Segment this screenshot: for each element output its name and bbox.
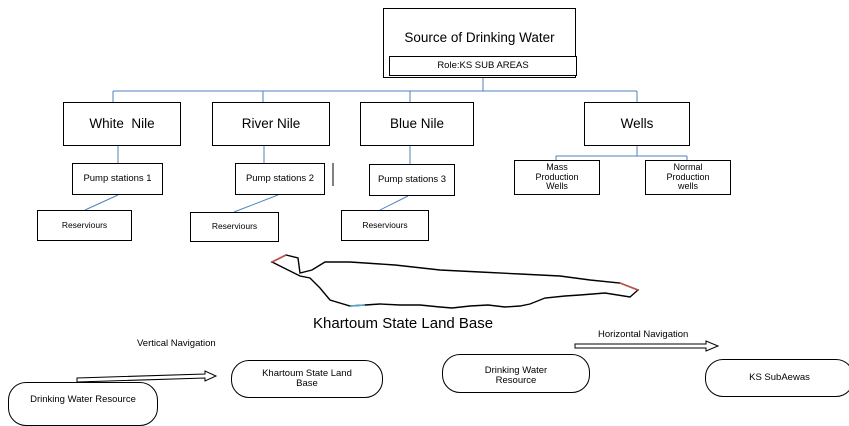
horizontal-nav-to: KS SubAewas [705, 359, 849, 397]
horizontal-navigation-caption: Horizontal Navigation [598, 329, 689, 340]
branch-label: Blue Nile [389, 115, 445, 131]
vertical-navigation-caption: Vertical Navigation [137, 338, 216, 349]
reservoir-label: Reserviours [61, 219, 108, 230]
role-label-box: Role:KS SUB AREAS [389, 56, 577, 76]
pump-station-1: Pump stations 1 [72, 163, 163, 195]
reservoir-2: Reserviours [190, 212, 279, 242]
reservoir-1: Reserviours [37, 210, 132, 241]
horizontal-nav-from-label: Drinking Water Resource [484, 365, 548, 387]
vertical-nav-from: Drinking Water Resource [8, 382, 158, 426]
wells-mass-production: Mass Production Wells [514, 160, 600, 195]
horizontal-nav-from: Drinking Water Resource [442, 354, 590, 393]
wells-label: Normal Production wells [666, 161, 710, 192]
branch-wells: Wells [584, 102, 690, 146]
wells-label: Mass Production Wells [535, 161, 579, 192]
branch-blue-nile: Blue Nile [360, 102, 474, 146]
map-caption: Khartoum State Land Base [313, 315, 494, 332]
root-title: Source of Drinking Water [404, 30, 555, 45]
pump-station-2: Pump stations 2 [235, 163, 325, 195]
pump-label: Pump stations 2 [245, 172, 315, 184]
branch-river-nile: River Nile [212, 102, 330, 146]
vertical-navigation-arrow [76, 370, 218, 383]
pump-label: Pump stations 1 [83, 172, 152, 184]
branch-label: River Nile [241, 115, 301, 131]
pump-label: Pump stations 3 [377, 173, 447, 185]
vertical-nav-from-label: Drinking Water Resource [30, 394, 136, 405]
branch-label: Wells [620, 115, 654, 131]
reservoir-label: Reserviours [211, 221, 258, 232]
wells-normal-production: Normal Production wells [645, 160, 731, 195]
branch-white-nile: White Nile [63, 102, 181, 146]
pump-station-3: Pump stations 3 [369, 164, 455, 196]
vertical-nav-to-label: Khartoum State Land Base [262, 367, 352, 389]
branch-label: White Nile [89, 115, 155, 131]
role-label: Role:KS SUB AREAS [437, 59, 529, 71]
horizontal-nav-to-label: KS SubAewas [749, 371, 810, 383]
map-outline [270, 254, 640, 309]
reservoir-3: Reserviours [341, 210, 429, 241]
horizontal-navigation-arrow [574, 340, 720, 352]
vertical-nav-to: Khartoum State Land Base [231, 360, 383, 398]
reservoir-label: Reserviours [362, 219, 408, 230]
